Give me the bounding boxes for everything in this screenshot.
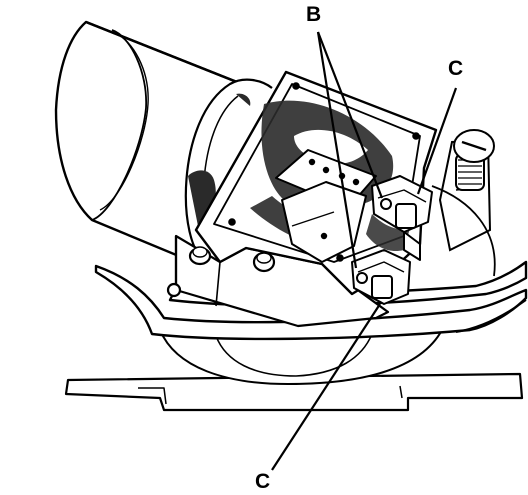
- leader-b-lower: [316, 31, 358, 269]
- callout-label-b: B: [306, 3, 322, 26]
- motor-end-housing: [159, 329, 443, 386]
- brush-holder-lower: [351, 249, 411, 305]
- base-plate: [64, 372, 524, 412]
- leader-b-upper: [316, 31, 384, 199]
- callout-label-c-bottom: C: [255, 470, 271, 493]
- terminal-screw: [431, 129, 496, 277]
- callout-label-c-top: C: [448, 57, 464, 80]
- leader-c-top: [416, 87, 458, 195]
- brush-holder-upper: [371, 175, 433, 261]
- leader-lines: [271, 31, 458, 471]
- leader-c-bottom: [271, 303, 381, 471]
